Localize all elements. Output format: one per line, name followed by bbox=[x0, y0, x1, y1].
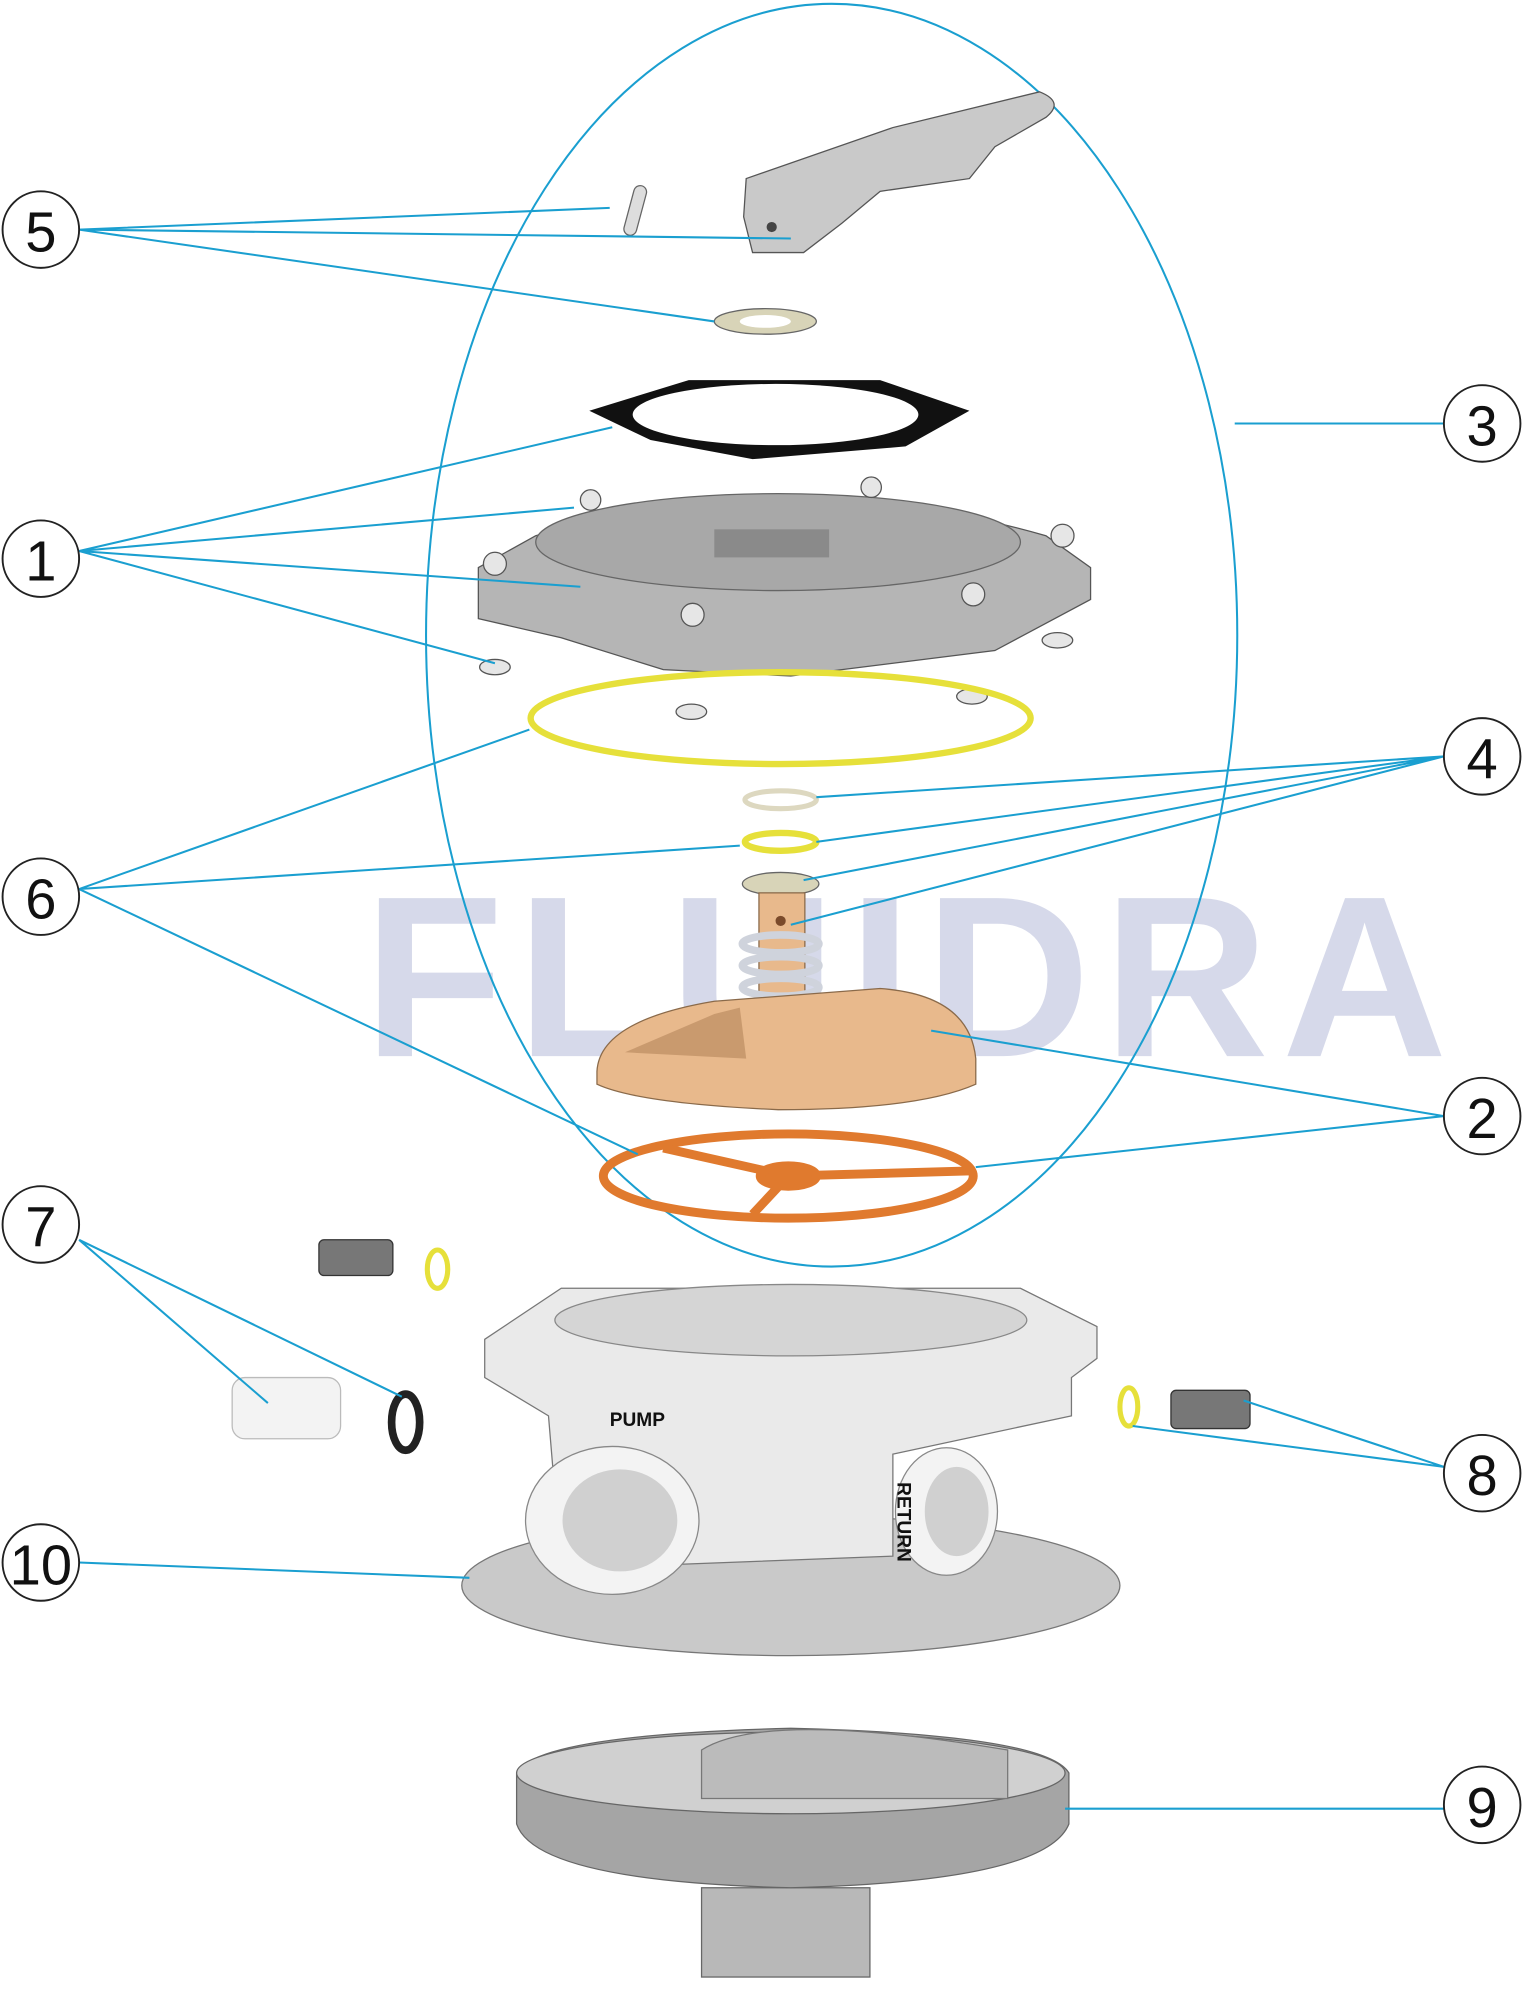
callout-1[interactable]: 1 bbox=[1, 519, 81, 598]
top-assembly-outline bbox=[425, 2, 1239, 1268]
callout-8[interactable]: 8 bbox=[1442, 1433, 1522, 1513]
svg-text:2: 2 bbox=[1467, 1087, 1498, 1150]
cover-gasket-part[interactable] bbox=[589, 380, 970, 460]
svg-text:1: 1 bbox=[25, 530, 56, 593]
svg-text:8: 8 bbox=[1467, 1444, 1498, 1507]
shaft-washer-part[interactable] bbox=[742, 788, 819, 812]
svg-text:9: 9 bbox=[1467, 1776, 1498, 1839]
callout-3[interactable]: 3 bbox=[1442, 384, 1522, 463]
valve-body-part[interactable]: PUMP RETURN bbox=[461, 1283, 1121, 1657]
rotor-gasket-part[interactable] bbox=[598, 1129, 978, 1223]
drain-plug-part[interactable] bbox=[231, 1239, 451, 1455]
callout-7[interactable]: 7 bbox=[1, 1185, 81, 1264]
callout-6[interactable]: 6 bbox=[1, 857, 81, 936]
shaft-bushing-part[interactable] bbox=[741, 871, 820, 897]
svg-text:4: 4 bbox=[1467, 727, 1498, 790]
svg-text:10: 10 bbox=[10, 1534, 72, 1597]
callout-4[interactable]: 4 bbox=[1442, 717, 1522, 796]
rotor-part[interactable] bbox=[596, 892, 977, 1111]
svg-text:6: 6 bbox=[25, 868, 56, 931]
pump-port-label: PUMP bbox=[610, 1410, 665, 1431]
svg-text:3: 3 bbox=[1467, 395, 1498, 458]
callout-2[interactable]: 2 bbox=[1442, 1076, 1522, 1156]
handle-part[interactable] bbox=[622, 91, 1055, 335]
callout-9[interactable]: 9 bbox=[1442, 1765, 1522, 1845]
callout-5[interactable]: 5 bbox=[1, 190, 81, 269]
gauge-plug-part[interactable] bbox=[1117, 1385, 1251, 1430]
callout-10[interactable]: 10 bbox=[1, 1523, 81, 1602]
diffuser-part[interactable] bbox=[515, 1727, 1070, 1978]
cover-o-ring-part[interactable] bbox=[527, 669, 1034, 768]
svg-text:5: 5 bbox=[25, 201, 56, 264]
svg-text:7: 7 bbox=[25, 1196, 56, 1259]
leader-lines bbox=[78, 206, 1445, 1810]
cover-part[interactable] bbox=[477, 476, 1092, 721]
shaft-o-ring-part[interactable] bbox=[741, 829, 820, 854]
return-port-label: RETURN bbox=[893, 1482, 914, 1562]
